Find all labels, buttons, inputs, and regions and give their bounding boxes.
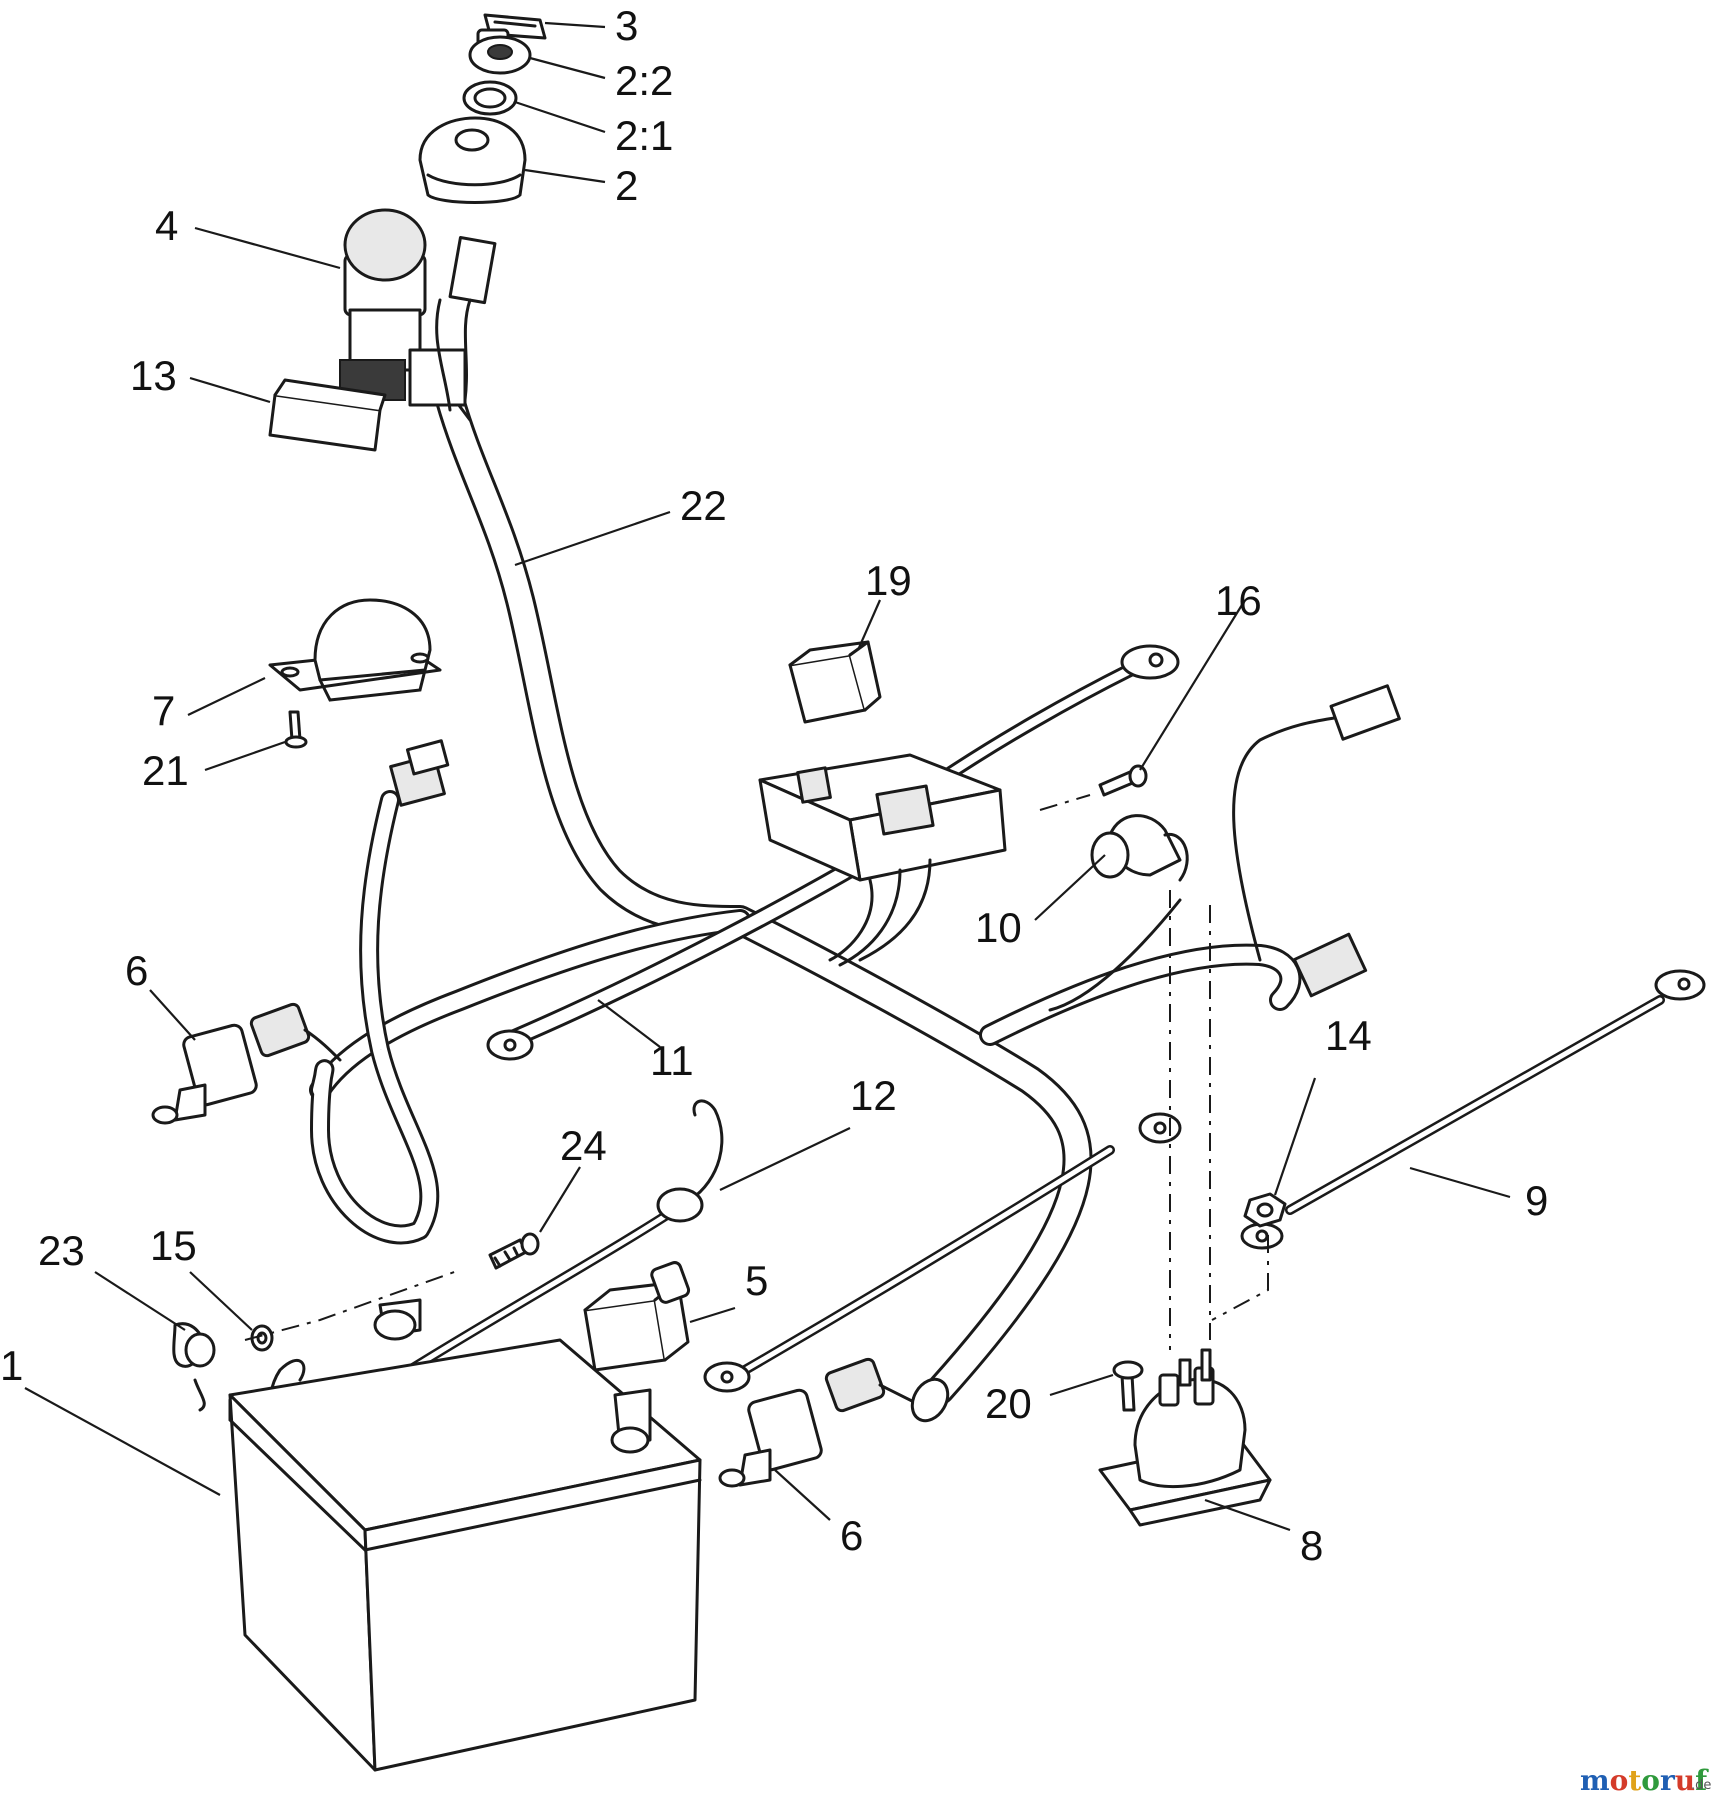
watermark-letter: o	[1610, 1764, 1629, 1797]
assembly-lines	[244, 794, 1269, 1350]
watermark-letter: r	[1660, 1764, 1676, 1797]
callout-15: 15	[150, 1222, 197, 1269]
callout-13: 13	[130, 352, 177, 399]
terminal-boot-10	[1090, 814, 1189, 882]
nut-2-2	[468, 35, 532, 75]
callout-2-2: 2:2	[615, 57, 673, 104]
cover-13	[268, 378, 387, 452]
watermark-letter: f	[1695, 1764, 1709, 1797]
wing-nut-23	[172, 1322, 216, 1412]
callout-21: 21	[142, 747, 189, 794]
watermark-suffix: .de	[1691, 1778, 1711, 1793]
watermark-letter: u	[1675, 1764, 1695, 1797]
callout-23: 23	[38, 1227, 85, 1274]
callout-9: 9	[1525, 1177, 1548, 1224]
relay-19	[788, 640, 882, 724]
leader-lines	[24, 21, 1511, 1532]
callout-labels: 3 2:2 2:1 2 4 13 22 19 16 7 21 10 6 11 1…	[0, 2, 1548, 1569]
watermark-logo: motoruf .de	[1580, 1764, 1711, 1797]
callout-22: 22	[680, 482, 727, 529]
callout-5: 5	[745, 1257, 768, 1304]
svg-text:motoruf: motoruf	[1580, 1764, 1709, 1797]
bolt-16	[1098, 764, 1148, 797]
switch-5	[583, 1261, 691, 1372]
watermark-letter: t	[1628, 1764, 1641, 1797]
callout-6-lower: 6	[840, 1512, 863, 1559]
callout-7: 7	[152, 687, 175, 734]
cable-11	[486, 831, 909, 1061]
bezel-2	[418, 116, 527, 204]
solenoid-8	[1098, 1348, 1272, 1527]
connector-7-harness	[389, 739, 450, 807]
cable-9	[1240, 969, 1706, 1250]
callout-16: 16	[1215, 577, 1262, 624]
sensor-6-upper	[151, 1002, 342, 1125]
callout-19: 19	[865, 557, 912, 604]
sensor-6-lower	[718, 1357, 950, 1488]
nut-14	[1243, 1192, 1287, 1228]
callout-6-upper: 6	[125, 947, 148, 994]
callout-2-1: 2:1	[615, 112, 673, 159]
right-thin-harness	[1048, 684, 1401, 1012]
callout-4: 4	[155, 202, 178, 249]
callout-20: 20	[985, 1380, 1032, 1427]
callout-1: 1	[0, 1342, 23, 1389]
screw-21	[284, 710, 308, 749]
cable-upper-ring	[933, 644, 1180, 787]
callout-10: 10	[975, 904, 1022, 951]
hour-meter-7	[268, 598, 442, 702]
screw-24	[488, 1232, 540, 1270]
callout-2: 2	[615, 162, 638, 209]
callout-11: 11	[650, 1037, 694, 1084]
callout-14: 14	[1325, 1012, 1372, 1059]
battery-1	[228, 1298, 702, 1772]
screw-20	[1112, 1360, 1144, 1412]
watermark-letter: o	[1641, 1764, 1660, 1797]
washer-2-1	[462, 80, 518, 116]
ignition-switch-4	[339, 208, 497, 412]
watermark-letter: m	[1580, 1764, 1610, 1797]
callout-8: 8	[1300, 1522, 1323, 1569]
cable-lower-ring	[703, 1112, 1182, 1393]
callout-24: 24	[560, 1122, 607, 1169]
main-harness	[309, 378, 1302, 1405]
fuse-block	[758, 753, 1007, 967]
callout-12: 12	[850, 1072, 897, 1119]
callout-3: 3	[615, 2, 638, 49]
